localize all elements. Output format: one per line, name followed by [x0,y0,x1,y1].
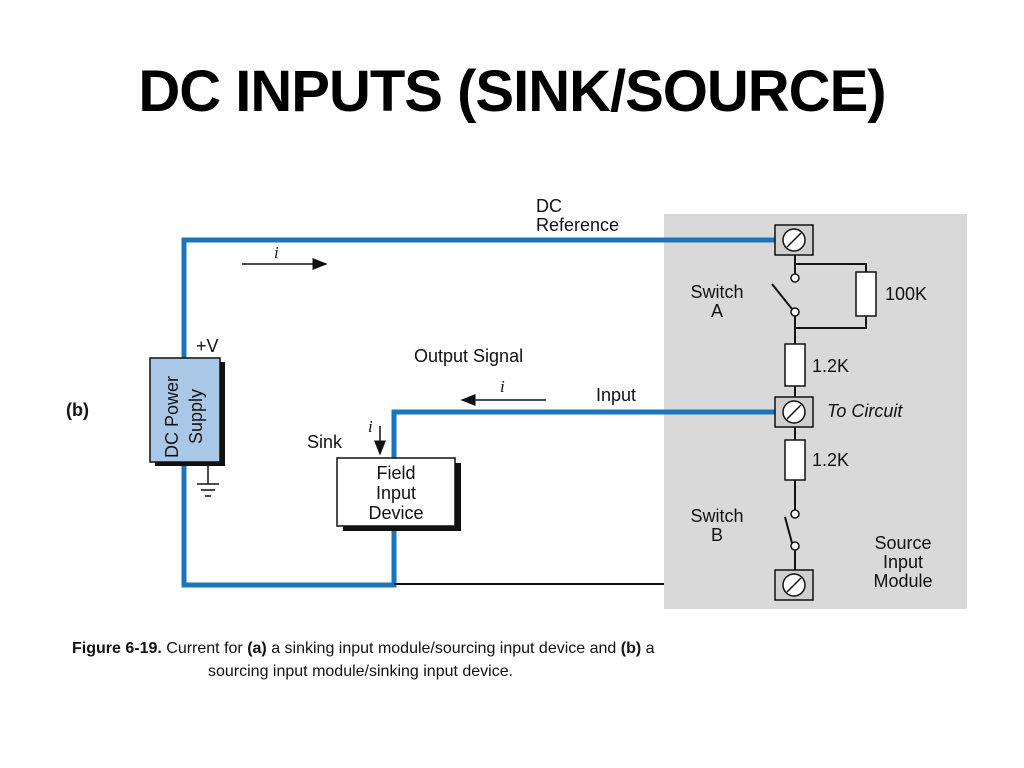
dc-reference-label-2: Reference [536,215,619,235]
part-label-b: (b) [66,400,89,420]
current-label-sink: i [368,417,373,436]
power-supply-label-2: Supply [186,389,206,444]
field-device-label-3: Device [368,503,423,523]
field-device-label-1: Field [376,463,415,483]
terminal-input [774,396,814,428]
field-device-label-2: Input [376,483,416,503]
slide-title: DC INPUTS (SINK/SOURCE) [138,59,886,124]
switch-b-label-1: Switch [690,506,743,526]
resistor-1-2k-top [784,343,806,387]
module-label-3: Module [873,571,932,591]
resistor-top-label: 1.2K [812,356,849,376]
module-label-1: Source [874,533,931,553]
to-circuit-label: To Circuit [827,401,903,421]
current-label-input: i [500,377,505,396]
output-signal-label: Output Signal [414,346,523,366]
power-supply-label-1: DC Power [162,376,182,458]
plus-v-label: +V [196,336,219,356]
resistor-100k-label: 100K [885,284,927,304]
caption-text-a: Current for [166,640,243,657]
module-wiring [794,254,867,570]
ground-icon [197,466,219,497]
current-label-top: i [274,243,279,262]
switch-a-label-2: A [711,301,723,321]
caption-part-a: (a) [247,640,267,657]
caption-line-2: sourcing input module/sinking input devi… [208,663,514,680]
dc-power-supply [149,357,221,463]
switch-a [771,283,793,310]
resistor-bottom-label: 1.2K [812,450,849,470]
caption-part-b: (b) [620,640,642,657]
field-input-device [336,457,456,527]
terminal-dc-reference [774,224,814,256]
caption-text-mid: a sinking input module/sourcing input de… [271,640,617,657]
switch-b [784,516,793,544]
resistor-100k [855,271,877,317]
module-label-2: Input [883,552,923,572]
figure-number: Figure 6-19. [72,640,162,657]
sink-label: Sink [307,432,343,452]
switch-a-label-1: Switch [690,282,743,302]
switch-b-label-2: B [711,525,723,545]
terminal-bottom [774,569,814,601]
input-label: Input [596,385,636,405]
resistor-1-2k-bottom [784,439,806,481]
figure-caption: Figure 6-19. Current for (a) a sinking i… [72,637,972,683]
caption-text-end: a [645,640,655,657]
dc-reference-label-1: DC [536,196,562,216]
